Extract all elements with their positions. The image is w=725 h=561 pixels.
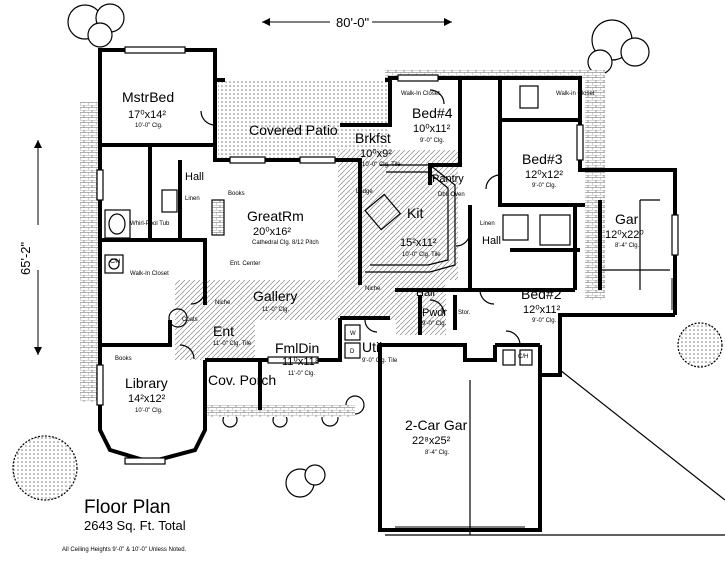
depth-dimension	[34, 140, 42, 355]
porch-edge	[205, 405, 355, 417]
width-dimension	[262, 18, 452, 26]
kit-name: Kit	[407, 205, 423, 221]
pwdr-name: Pwdr	[422, 307, 447, 319]
driveway	[385, 369, 725, 536]
dbl-oven-label: Dbl. Oven	[438, 192, 465, 198]
bed2-note: 9'-0" Clg.	[532, 318, 557, 324]
bed3-size: 12⁰x12²	[525, 169, 563, 181]
greatrm-size: 20⁰x16²	[253, 226, 291, 238]
kitchen-counters	[364, 164, 456, 273]
library-name: Library	[125, 375, 168, 391]
closet-label-3: Walk-in Closet	[556, 91, 595, 97]
square-footage: 2643 Sq. Ft. Total	[84, 518, 186, 533]
mstrbed-name: MstrBed	[122, 89, 174, 105]
bed2-size: 12⁰x11²	[523, 304, 561, 316]
washer-label: W	[350, 331, 356, 337]
top-masonry	[385, 70, 585, 78]
gar-name: Gar	[615, 211, 639, 227]
bed4-name: Bed#4	[412, 105, 453, 121]
stor-label: Stor.	[458, 310, 471, 316]
hall-label-3: Hall	[416, 287, 435, 299]
fmldin-note: 11'-0" Clg.	[288, 371, 316, 377]
util-name: Util	[362, 339, 382, 355]
whirlpool-label: Whirl-Pool Tub	[130, 221, 170, 227]
patio-name: Covered Patio	[249, 122, 338, 138]
depth-dimension-label: 65'-2"	[18, 241, 33, 275]
closet-label-2: Walk-In Closet	[401, 91, 440, 97]
ceiling-note: All Ceiling Heights 9'-0" & 10'-0" Unles…	[62, 547, 187, 553]
closet-label-1: Walk-In Closet	[130, 271, 169, 277]
pantry-label: Pantry	[432, 173, 464, 185]
interior-walls	[100, 78, 602, 347]
dryer-label: D	[350, 349, 355, 355]
patio-floor	[218, 80, 388, 160]
gar2-name: 2-Car Gar	[405, 417, 468, 433]
niche-label-2: Niche	[365, 286, 381, 292]
ent-name: Ent	[213, 323, 234, 339]
kit-note: 10'-0" Clg. Tile	[402, 252, 441, 258]
pwdr-note: 9'-0" Clg.	[422, 321, 447, 327]
bed4-note: 9'-0" Clg.	[420, 138, 445, 144]
room-labels: MstrBed 17⁰x14² 10'-0" Clg. Covered Pati…	[122, 89, 644, 456]
library-note: 10'-0" Clg.	[135, 408, 163, 414]
linen-label-1: Linen	[185, 196, 200, 202]
mstrbed-size: 17⁰x14²	[128, 109, 166, 121]
ch-label-1: C/H	[110, 259, 120, 265]
bed3-note: 9'-0" Clg.	[532, 183, 557, 189]
fmldin-name: FmlDin	[275, 340, 319, 356]
brkfst-size: 10⁰x9²	[360, 148, 392, 160]
door-swings	[179, 89, 521, 360]
linen-label-2: Linen	[480, 221, 495, 227]
landscape-trees	[12, 3, 723, 501]
width-dimension-label: 80'-0"	[336, 15, 370, 30]
ledge-label: Ledge	[356, 189, 373, 195]
greatrm-name: GreatRm	[247, 208, 304, 224]
books-label-1: Books	[228, 191, 245, 197]
mstrbed-note: 10'-0" Clg.	[135, 123, 163, 129]
bed3-name: Bed#3	[522, 151, 563, 167]
ch-label-2: C/H	[518, 354, 528, 360]
windows	[96, 46, 679, 465]
gar-size: 12⁰x22⁰	[605, 229, 644, 241]
gar-note: 8'-4" Clg.	[615, 243, 640, 249]
left-masonry	[80, 102, 98, 402]
util-note: 9'-0" Clg. Tile	[362, 358, 398, 364]
fmldin-size: 11⁰x11⁸	[282, 356, 319, 368]
ent-center-label: Ent. Center	[230, 261, 260, 267]
brkfst-note: 10'-0" Clg. Tile	[362, 162, 401, 168]
gar2-size: 22⁸x25²	[412, 435, 451, 447]
gallery-name: Gallery	[253, 288, 297, 304]
coats-label: Coats	[182, 317, 198, 323]
bed4-size: 10⁰x11²	[413, 123, 451, 135]
gar2-note: 8'-4" Clg.	[425, 450, 450, 456]
hall-label-1: Hall	[185, 171, 204, 183]
gallery-note: 11'-0" Clg.	[262, 307, 290, 313]
books-label-2: Books	[115, 356, 132, 362]
porch-name: Cov. Porch	[208, 372, 276, 388]
garage-doors	[395, 278, 673, 528]
small-labels: Hall Hall Hall Linen Linen Books Books P…	[110, 91, 595, 362]
plan-title: Floor Plan	[84, 497, 171, 518]
bed2-name: Bed#2	[521, 286, 562, 302]
brkfst-name: Brkfst	[355, 130, 391, 146]
fixtures	[104, 85, 670, 366]
kit-size: 15²x11²	[400, 237, 437, 249]
hall-label-2: Hall	[482, 235, 501, 247]
library-size: 14²x12²	[128, 393, 166, 405]
greatrm-note: Cathedral Clg. 8/12 Pitch	[252, 240, 319, 246]
niche-label-1: Niche	[215, 300, 231, 306]
ent-note: 11'-0" Clg. Tile	[213, 341, 252, 347]
